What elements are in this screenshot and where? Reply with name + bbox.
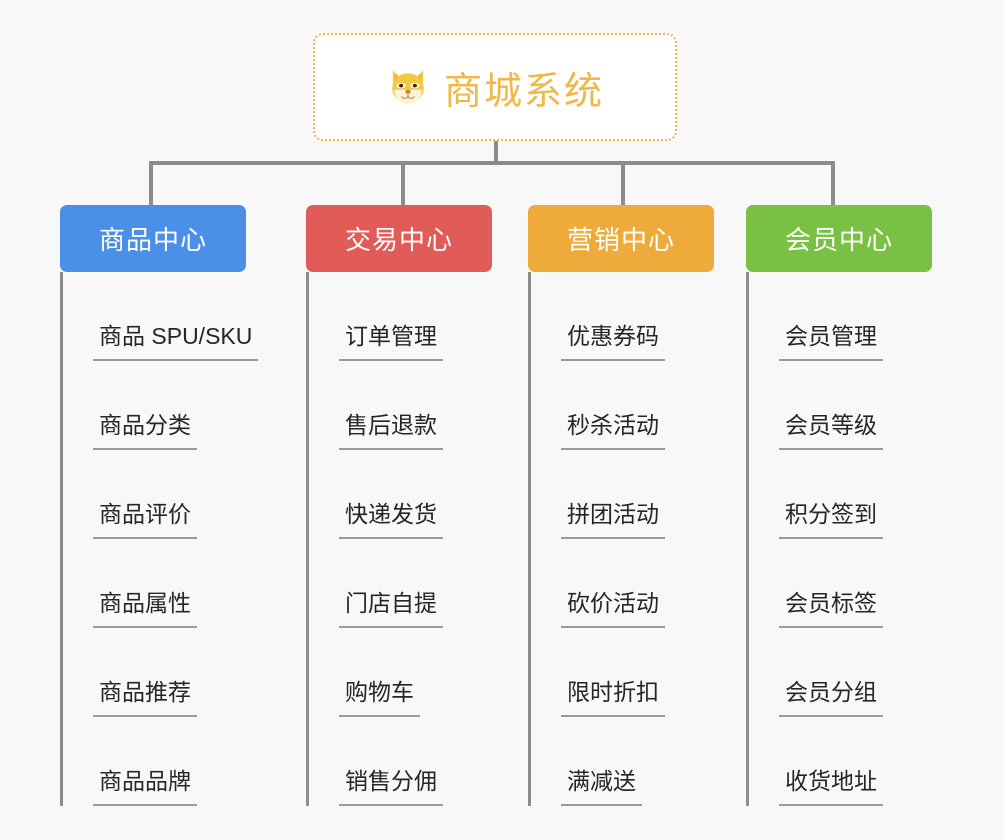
leaf-label: 优惠券码	[561, 317, 665, 361]
list-item[interactable]: 会员等级	[749, 361, 932, 450]
leaf-label: 满减送	[561, 762, 642, 806]
list-item[interactable]: 砍价活动	[531, 539, 714, 628]
branch-leaf-list-2: 订单管理 售后退款 快递发货 门店自提 购物车 销售分佣	[306, 272, 492, 806]
branch-header-label-4: 会员中心	[784, 225, 893, 255]
leaf-label: 拼团活动	[561, 495, 665, 539]
leaf-label: 商品分类	[93, 406, 197, 450]
leaf-label: 销售分佣	[339, 762, 443, 806]
list-item[interactable]: 商品评价	[63, 450, 246, 539]
list-item[interactable]: 商品推荐	[63, 628, 246, 717]
leaf-label: 会员等级	[779, 406, 883, 450]
connector-bus	[149, 161, 833, 165]
branch-header-2[interactable]: 交易中心	[306, 205, 492, 272]
branch-leaf-list-3: 优惠券码 秒杀活动 拼团活动 砍价活动 限时折扣 满减送	[528, 272, 714, 806]
branch-leaf-list-4: 会员管理 会员等级 积分签到 会员标签 会员分组 收货地址	[746, 272, 932, 806]
branch-header-label-3: 营销中心	[566, 225, 675, 255]
leaf-label: 会员管理	[779, 317, 883, 361]
list-item[interactable]: 收货地址	[749, 717, 932, 806]
branch-column-1: 商品中心 商品 SPU/SKU 商品分类 商品评价 商品属性 商品推荐 商品品牌	[60, 205, 259, 806]
branch-header-4[interactable]: 会员中心	[746, 205, 932, 272]
leaf-label: 限时折扣	[561, 673, 665, 717]
branch-header-3[interactable]: 营销中心	[528, 205, 714, 272]
leaf-label: 会员分组	[779, 673, 883, 717]
leaf-label: 快递发货	[339, 495, 443, 539]
connector-stem	[494, 141, 498, 163]
root-title: 商城系统	[443, 70, 604, 113]
list-item[interactable]: 商品分类	[63, 361, 246, 450]
list-item[interactable]: 快递发货	[309, 450, 492, 539]
connector-drop-2	[401, 161, 405, 207]
branch-column-3: 营销中心 优惠券码 秒杀活动 拼团活动 砍价活动 限时折扣 满减送	[528, 205, 714, 806]
list-item[interactable]: 秒杀活动	[531, 361, 714, 450]
list-item[interactable]: 商品 SPU/SKU	[63, 272, 259, 361]
leaf-label: 积分签到	[779, 495, 883, 539]
list-item[interactable]: 售后退款	[309, 361, 492, 450]
list-item[interactable]: 优惠券码	[531, 272, 714, 361]
branch-header-label-2: 交易中心	[344, 225, 453, 255]
leaf-label: 商品品牌	[93, 762, 197, 806]
leaf-label: 秒杀活动	[561, 406, 665, 450]
leaf-label: 购物车	[339, 673, 420, 717]
leaf-label: 商品推荐	[93, 673, 197, 717]
branch-header-label-1: 商品中心	[98, 225, 207, 255]
list-item[interactable]: 门店自提	[309, 539, 492, 628]
list-item[interactable]: 商品属性	[63, 539, 246, 628]
leaf-label: 商品 SPU/SKU	[93, 317, 259, 361]
connector-drop-1	[149, 161, 153, 207]
list-item[interactable]: 订单管理	[309, 272, 492, 361]
branch-leaf-list-1: 商品 SPU/SKU 商品分类 商品评价 商品属性 商品推荐 商品品牌	[60, 272, 259, 806]
branch-column-4: 会员中心 会员管理 会员等级 积分签到 会员标签 会员分组 收货地址	[746, 205, 932, 806]
root-node[interactable]: 商城系统	[313, 33, 677, 141]
list-item[interactable]: 限时折扣	[531, 628, 714, 717]
list-item[interactable]: 商品品牌	[63, 717, 246, 806]
connector-drop-4	[831, 161, 835, 207]
connector-drop-3	[621, 161, 625, 207]
list-item[interactable]: 会员管理	[749, 272, 932, 361]
shiba-dog-emoji	[386, 65, 430, 109]
list-item[interactable]: 会员分组	[749, 628, 932, 717]
leaf-label: 门店自提	[339, 584, 443, 628]
leaf-label: 收货地址	[779, 762, 883, 806]
branch-header-1[interactable]: 商品中心	[60, 205, 246, 272]
leaf-label: 会员标签	[779, 584, 883, 628]
branch-column-2: 交易中心 订单管理 售后退款 快递发货 门店自提 购物车 销售分佣	[306, 205, 492, 806]
list-item[interactable]: 会员标签	[749, 539, 932, 628]
list-item[interactable]: 满减送	[531, 717, 714, 806]
leaf-label: 商品属性	[93, 584, 197, 628]
leaf-label: 砍价活动	[561, 584, 665, 628]
list-item[interactable]: 拼团活动	[531, 450, 714, 539]
leaf-label: 商品评价	[93, 495, 197, 539]
list-item[interactable]: 积分签到	[749, 450, 932, 539]
list-item[interactable]: 销售分佣	[309, 717, 492, 806]
leaf-label: 订单管理	[339, 317, 443, 361]
leaf-label: 售后退款	[339, 406, 443, 450]
list-item[interactable]: 购物车	[309, 628, 492, 717]
